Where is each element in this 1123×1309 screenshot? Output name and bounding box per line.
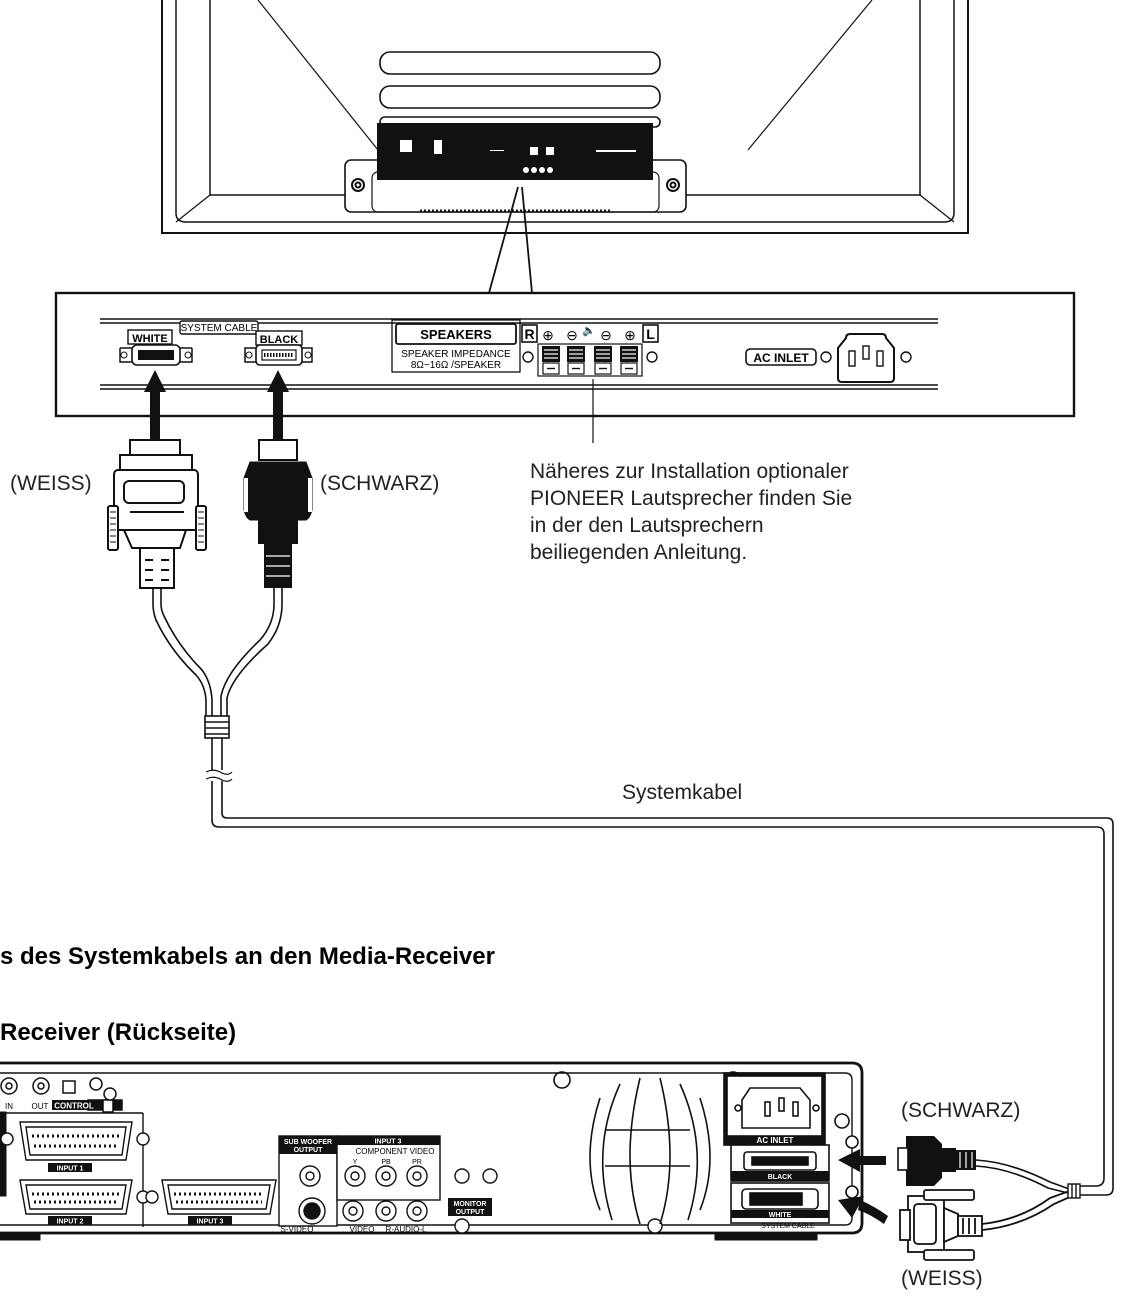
- receiver-input1-label: INPUT 1: [57, 1166, 84, 1173]
- speaker-left-label: L: [646, 326, 655, 342]
- receiver-fan-grille: [553, 1071, 742, 1225]
- speakers-title: SPEAKERS: [420, 327, 492, 342]
- tv-black-label: BLACK: [260, 334, 299, 346]
- weiss-label-bottom: (WEISS): [901, 1267, 983, 1290]
- receiver-input3-label: INPUT 3: [197, 1219, 224, 1226]
- terminal-strip-miniature: [400, 140, 636, 173]
- monitor-output-label-1: MONITOR: [454, 1201, 487, 1208]
- white-plug-top: [107, 439, 207, 589]
- white-plug-bottom: [899, 1189, 1073, 1261]
- receiver-scart-inputs: [0, 1112, 295, 1227]
- tv-connection-panel: [54, 291, 1076, 418]
- sub-woofer-label-1: SUB WOOFER: [284, 1139, 332, 1146]
- receiver-system-cable-label: SYSTEM CABLE: [761, 1223, 815, 1230]
- plasma-display-rear: [161, 0, 969, 234]
- receiver-connection-arrows: [838, 1149, 888, 1224]
- receiver-white-label: WHITE: [769, 1212, 792, 1219]
- svg-text:⊕: ⊕: [624, 327, 636, 343]
- systemkabel-label: Systemkabel: [622, 781, 743, 804]
- receiver-right-connectors: [723, 1072, 859, 1224]
- tv-white-system-connector: WHITE SYSTEM CABLE: [119, 320, 259, 366]
- svg-text:⊖: ⊖: [600, 327, 612, 343]
- media-receiver-body: [0, 1061, 864, 1241]
- tv-white-label: WHITE: [132, 333, 167, 345]
- white-plug-top-thumbscrews: [110, 511, 204, 543]
- zoom-indicator-lines: [488, 186, 533, 294]
- receiver-out-label: OUT: [32, 1102, 49, 1111]
- receiver-cable-ferrite: [1067, 1183, 1081, 1199]
- speaker-note-line-4: beiliegenden Anleitung.: [530, 541, 748, 564]
- section-heading: s des Systemkabels an den Media-Receiver: [0, 943, 495, 970]
- receiver-in-label: IN: [5, 1102, 13, 1111]
- system-cable-path: [152, 588, 283, 718]
- component-y-label: Y: [353, 1159, 358, 1166]
- speaker-impedance-line1: SPEAKER IMPEDANCE: [401, 349, 511, 360]
- receiver-heading: Receiver (Rückseite): [0, 1019, 237, 1046]
- speaker-right-label: R: [524, 326, 534, 342]
- svg-text:⊕: ⊕: [542, 327, 554, 343]
- component-pr-label: PR: [412, 1159, 422, 1166]
- receiver-control-label: CONTROL: [54, 1102, 94, 1111]
- component-pb-label: PB: [381, 1159, 391, 1166]
- weiss-label-top: (WEISS): [10, 472, 92, 495]
- speaker-terminals: R L ⊕ ⊖ ⊖ ⊕ 🔈: [521, 324, 659, 377]
- sub-woofer-label-2: OUTPUT: [294, 1147, 324, 1154]
- scart-pin-rows: [32, 1134, 264, 1204]
- receiver-input2-label: INPUT 2: [57, 1219, 84, 1226]
- speaker-impedance-line2: 8Ω~16Ω /SPEAKER: [411, 360, 501, 371]
- audio-label: R-AUDIO-L: [386, 1225, 427, 1234]
- black-plug-top: [243, 439, 313, 588]
- speaker-note-line-1: Näheres zur Installation optionaler: [530, 460, 849, 483]
- schwarz-label-top: (SCHWARZ): [320, 472, 440, 495]
- black-plug-bottom: [897, 1136, 1073, 1195]
- tv-black-system-connector: BLACK: [244, 330, 313, 366]
- speaker-note: Näheres zur Installation optionaler PION…: [530, 458, 852, 566]
- input3-header-label: INPUT 3: [375, 1139, 402, 1146]
- speaker-note-line-2: PIONEER Lautsprecher finden Sie: [530, 487, 853, 510]
- tv-ac-inlet: AC INLET: [745, 333, 912, 383]
- tv-ac-inlet-label: AC INLET: [753, 351, 809, 365]
- tv-speakers-block: SPEAKERS SPEAKER IMPEDANCE 8Ω~16Ω /SPEAK…: [391, 319, 521, 373]
- svg-text:🔈: 🔈: [582, 325, 596, 337]
- video-label: VIDEO: [350, 1225, 375, 1234]
- svideo-label: S-VIDEO: [281, 1225, 314, 1234]
- system-cable-long-run: [205, 738, 1114, 1196]
- tv-system-cable-label: SYSTEM CABLE: [181, 323, 258, 334]
- speaker-note-line-3: in der den Lautsprechern: [530, 514, 764, 537]
- tv-connection-arrows: [144, 370, 289, 440]
- receiver-black-label: BLACK: [768, 1174, 793, 1181]
- receiver-ac-inlet-label: AC INLET: [757, 1136, 794, 1145]
- schwarz-label-bottom: (SCHWARZ): [901, 1099, 1021, 1122]
- svg-text:⊖: ⊖: [566, 327, 578, 343]
- component-video-label: COMPONENT VIDEO: [356, 1147, 435, 1156]
- system-cable-ferrite: [204, 715, 230, 739]
- monitor-output-label-2: OUTPUT: [456, 1209, 486, 1216]
- receiver-control-jacks: [0, 1077, 123, 1113]
